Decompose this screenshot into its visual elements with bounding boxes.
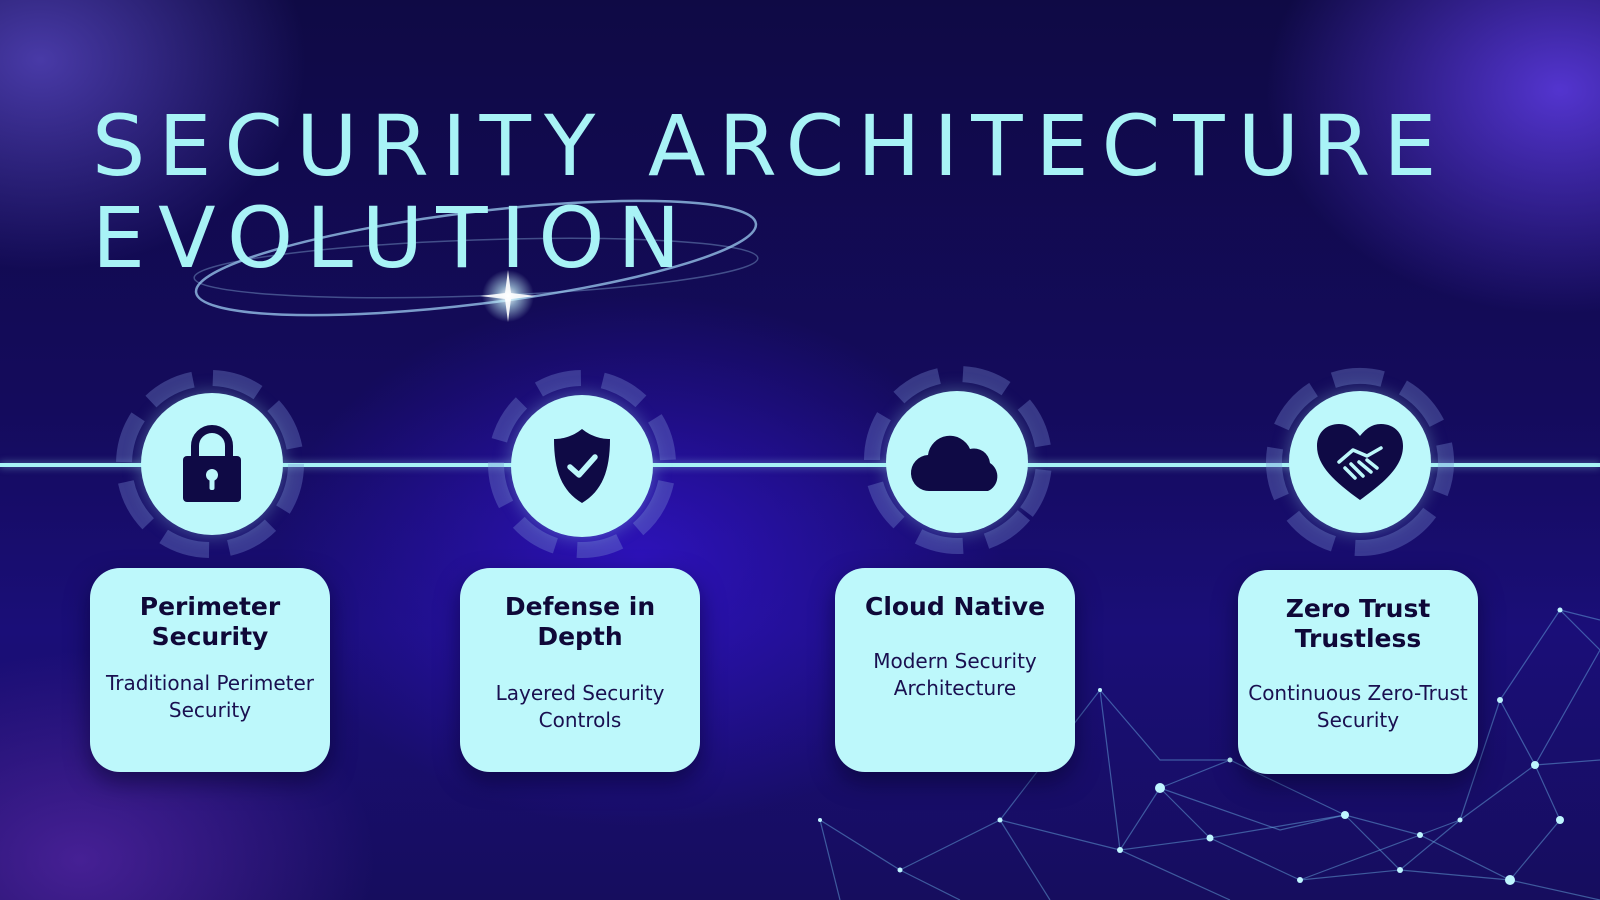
cloud-icon-node xyxy=(886,391,1028,533)
cloud-icon xyxy=(910,435,998,492)
padlock-icon xyxy=(183,425,241,502)
padlock-icon-node xyxy=(141,393,283,535)
shield-icon-node xyxy=(511,395,653,537)
shield-check-icon xyxy=(554,429,610,503)
step-description: Traditional Perimeter Security xyxy=(105,671,315,722)
step-card: Cloud Native Modern Security Architectur… xyxy=(835,568,1075,772)
segmented-ring-decoration xyxy=(488,370,676,558)
step-description: Layered Security Controls xyxy=(495,681,665,732)
step-heading: Defense in Depth xyxy=(504,592,656,651)
step-heading: Perimeter Security xyxy=(139,592,281,651)
page-title: SECURITY ARCHITECTURE EVOLUTION xyxy=(92,100,1450,284)
page-title-line-1: SECURITY ARCHITECTURE xyxy=(92,97,1450,195)
timeline-line xyxy=(0,463,1600,467)
step-card: Zero Trust Trustless Continuous Zero-Tru… xyxy=(1238,570,1478,774)
step-card: Defense in Depth Layered Security Contro… xyxy=(460,568,700,772)
segmented-ring-decoration xyxy=(116,370,304,558)
segmented-ring-decoration xyxy=(1266,368,1454,556)
segmented-ring-decoration xyxy=(864,366,1052,554)
step-card: Perimeter Security Traditional Perimeter… xyxy=(90,568,330,772)
handshake-heart-icon xyxy=(1317,424,1403,500)
step-description: Modern Security Architecture xyxy=(873,649,1037,700)
step-heading: Cloud Native xyxy=(864,592,1046,621)
handshake-icon-node xyxy=(1289,391,1431,533)
step-description: Continuous Zero-Trust Security xyxy=(1248,681,1468,732)
step-heading: Zero Trust Trustless xyxy=(1285,594,1431,653)
page-title-line-2: EVOLUTION xyxy=(92,189,694,287)
